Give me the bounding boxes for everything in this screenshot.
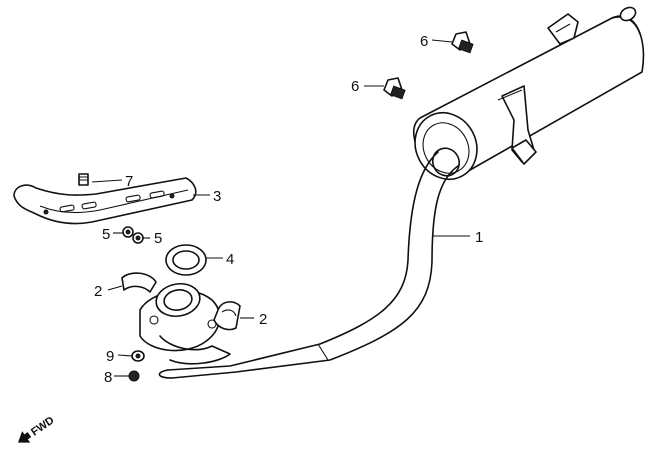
gasket: [165, 244, 207, 276]
heat-shield: [13, 173, 197, 244]
arrow-icon: [17, 431, 32, 443]
flange-nuts: [128, 350, 145, 382]
callout-5-right: 5: [154, 230, 162, 247]
callout-4: 4: [226, 251, 234, 268]
callout-7: 7: [125, 173, 133, 190]
callout-6-middle: 6: [351, 78, 359, 95]
callout-2-left: 2: [94, 283, 102, 300]
callout-1: 1: [475, 229, 483, 246]
callout-5-left: 5: [102, 226, 110, 243]
muffler: [412, 6, 645, 180]
leader-lines: [91, 39, 470, 377]
callout-2-right: 2: [259, 311, 267, 328]
callout-3: 3: [213, 188, 221, 205]
callout-8: 8: [104, 369, 112, 386]
mount-bolts: [383, 31, 474, 100]
fwd-label: FWD: [29, 414, 56, 438]
exhaust-pipe: [139, 151, 459, 379]
callout-9: 9: [106, 348, 114, 365]
callout-6-top: 6: [420, 33, 428, 50]
fwd-marker: FWD: [17, 414, 56, 443]
joint-collars: [121, 272, 241, 331]
